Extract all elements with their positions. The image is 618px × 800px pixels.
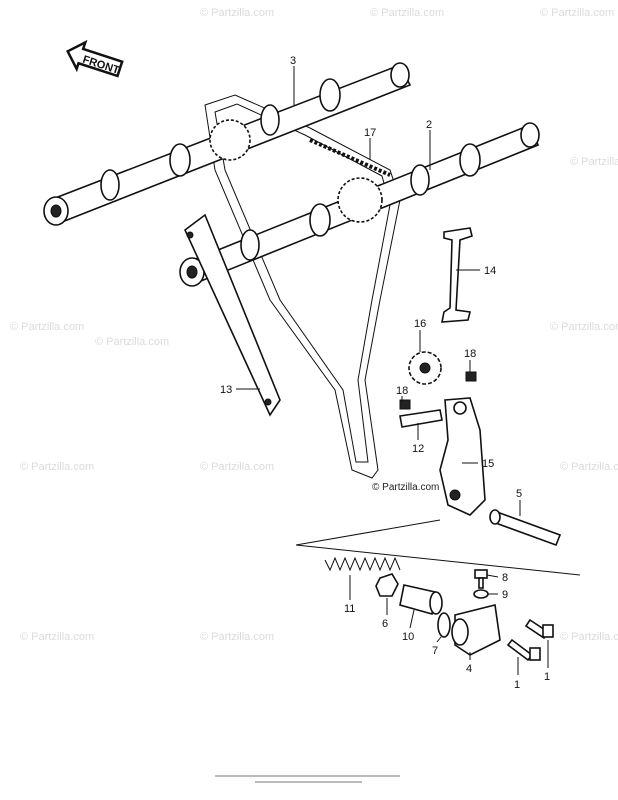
callout-10: 10 bbox=[402, 631, 414, 643]
callout-5: 5 bbox=[516, 488, 522, 500]
callout-1a: 1 bbox=[514, 679, 520, 691]
callout-1b: 1 bbox=[544, 671, 550, 683]
watermark-text: © Partzilla.com bbox=[10, 321, 84, 333]
watermark-pattern: © Partzilla.com © Partzilla.com © Partzi… bbox=[10, 7, 618, 643]
bolt-a bbox=[506, 638, 541, 662]
callout-9: 9 bbox=[502, 589, 508, 601]
watermark-center: © Partzilla.com bbox=[372, 482, 439, 493]
watermark-text: © Partzilla.com bbox=[200, 461, 274, 473]
bolt bbox=[474, 569, 488, 589]
watermark-text: © Partzilla.com bbox=[200, 7, 274, 19]
callout-14: 14 bbox=[484, 265, 496, 277]
cam-chain bbox=[204, 94, 401, 479]
nut bbox=[473, 589, 489, 599]
chain-guide-upper bbox=[441, 227, 473, 323]
front-arrow-icon: FRONT bbox=[65, 39, 124, 78]
watermark-text: © Partzilla.com bbox=[560, 461, 618, 473]
tensioner-arm bbox=[439, 397, 486, 516]
callout-18b: 18 bbox=[396, 385, 408, 397]
pin bbox=[399, 409, 443, 428]
watermark-text: © Partzilla.com bbox=[540, 7, 614, 19]
watermark-text: © Partzilla.com bbox=[560, 631, 618, 643]
camshaft-exhaust bbox=[43, 62, 412, 226]
plug-a bbox=[465, 371, 477, 382]
callout-8: 8 bbox=[502, 572, 508, 584]
callout-4: 4 bbox=[466, 663, 472, 675]
bolt-b bbox=[524, 618, 554, 640]
watermark-text: © Partzilla.com bbox=[370, 7, 444, 19]
callout-18a: 18 bbox=[464, 348, 476, 360]
plug-b bbox=[399, 399, 411, 410]
watermark-text: © Partzilla.com bbox=[95, 336, 169, 348]
callout-16: 16 bbox=[414, 318, 426, 330]
callout-17: 17 bbox=[364, 127, 376, 139]
shaft bbox=[489, 509, 562, 547]
callout-11: 11 bbox=[344, 603, 355, 615]
watermark-text: © Partzilla.com bbox=[550, 321, 618, 333]
chain-guide-front bbox=[184, 213, 281, 417]
watermark-text: © Partzilla.com bbox=[20, 631, 94, 643]
callout-3: 3 bbox=[290, 55, 296, 67]
copyright-footer bbox=[215, 775, 400, 783]
callout-15: 15 bbox=[482, 458, 494, 470]
callout-12: 12 bbox=[412, 443, 424, 455]
leader-lines bbox=[236, 66, 549, 675]
watermark-text: © Partzilla.com bbox=[200, 631, 274, 643]
callout-13: 13 bbox=[220, 384, 232, 396]
watermark-text: © Partzilla.com bbox=[570, 156, 618, 168]
callout-2: 2 bbox=[426, 119, 432, 131]
callout-6: 6 bbox=[382, 618, 388, 630]
spring bbox=[324, 556, 401, 572]
nut-lock bbox=[375, 573, 399, 597]
chain-guide-sprocket bbox=[408, 351, 442, 385]
callout-7: 7 bbox=[432, 645, 438, 657]
callouts: 3 2 17 14 16 18 18 13 12 15 5 8 9 11 6 1… bbox=[220, 55, 550, 691]
tensioner-body bbox=[451, 604, 501, 656]
o-ring bbox=[437, 612, 451, 638]
watermark-text: © Partzilla.com bbox=[20, 461, 94, 473]
camshaft-intake bbox=[179, 122, 540, 287]
push-rod bbox=[399, 584, 443, 616]
